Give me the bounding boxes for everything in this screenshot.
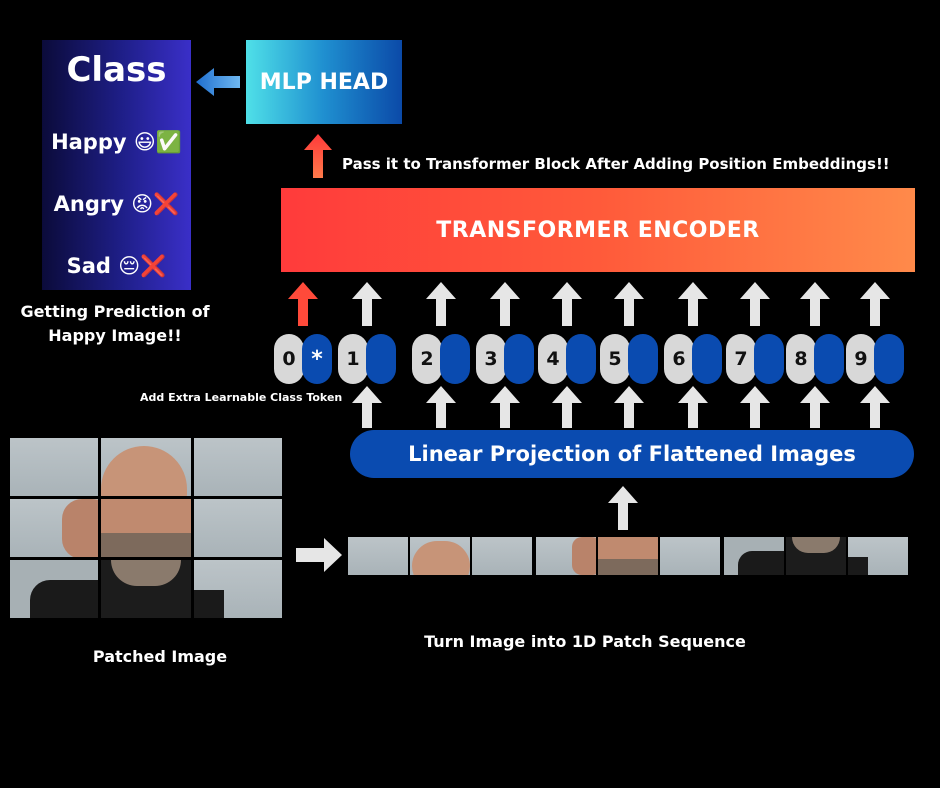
image-patch bbox=[101, 499, 191, 557]
position-number: 8 bbox=[786, 334, 816, 384]
position-number: 6 bbox=[664, 334, 694, 384]
image-patch bbox=[101, 438, 191, 496]
class-label: Sad bbox=[66, 254, 111, 278]
class-item-angry: Angry 😡❌ bbox=[42, 192, 191, 217]
class-item-sad: Sad 😔❌ bbox=[42, 254, 191, 279]
patched-image-label: Patched Image bbox=[92, 647, 228, 666]
happy-face-icon: 😃 bbox=[133, 130, 156, 154]
sequence-patch bbox=[724, 537, 784, 575]
arrow-up-icon bbox=[304, 134, 332, 178]
sequence-patch bbox=[660, 537, 720, 575]
image-patch bbox=[10, 499, 98, 557]
sequence-patch bbox=[536, 537, 596, 575]
patch-sequence-label: Turn Image into 1D Patch Sequence bbox=[424, 632, 746, 651]
patch-embedding bbox=[504, 334, 534, 384]
sequence-patch bbox=[472, 537, 532, 575]
class-item-happy: Happy 😃✅ bbox=[42, 130, 191, 155]
image-patch bbox=[194, 560, 282, 618]
arrow-up-icon bbox=[860, 386, 890, 428]
arrow-up-icon bbox=[552, 386, 582, 428]
arrow-up-icon bbox=[352, 282, 382, 326]
image-patch bbox=[194, 499, 282, 557]
arrow-up-icon bbox=[678, 282, 708, 326]
position-number: 5 bbox=[600, 334, 630, 384]
sequence-patch bbox=[410, 537, 470, 575]
arrow-up-icon bbox=[426, 386, 456, 428]
arrow-up-icon bbox=[740, 282, 770, 326]
arrow-up-icon bbox=[740, 386, 770, 428]
image-patch bbox=[194, 438, 282, 496]
pass-to-transformer-text: Pass it to Transformer Block After Addin… bbox=[342, 155, 890, 173]
sequence-patch bbox=[598, 537, 658, 575]
position-number: 1 bbox=[338, 334, 368, 384]
arrow-up-icon bbox=[352, 386, 382, 428]
image-patch bbox=[101, 560, 191, 618]
arrow-up-icon bbox=[800, 386, 830, 428]
image-patch bbox=[10, 560, 98, 618]
arrow-up-icon bbox=[490, 386, 520, 428]
patched-image bbox=[10, 438, 282, 618]
arrow-up-icon bbox=[800, 282, 830, 326]
class-label: Happy bbox=[51, 130, 127, 154]
arrow-right-icon bbox=[296, 538, 342, 572]
sequence-patch bbox=[348, 537, 408, 575]
sequence-patch bbox=[786, 537, 846, 575]
arrow-up-icon bbox=[678, 386, 708, 428]
class-token-caption: Add Extra Learnable Class Token bbox=[140, 391, 343, 404]
position-number: 2 bbox=[412, 334, 442, 384]
patch-embedding bbox=[874, 334, 904, 384]
arrow-up-icon bbox=[552, 282, 582, 326]
patch-embedding bbox=[754, 334, 784, 384]
arrow-up-icon bbox=[426, 282, 456, 326]
position-number: 4 bbox=[538, 334, 568, 384]
position-number: 7 bbox=[726, 334, 756, 384]
arrow-up-icon bbox=[490, 282, 520, 326]
patch-embedding bbox=[814, 334, 844, 384]
arrow-up-icon bbox=[608, 486, 638, 530]
patch-embedding bbox=[692, 334, 722, 384]
sad-face-icon: 😔 bbox=[118, 254, 141, 278]
arrow-up-icon bbox=[614, 386, 644, 428]
arrow-up-icon bbox=[860, 282, 890, 326]
linear-projection-box: Linear Projection of Flattened Images bbox=[350, 430, 914, 478]
position-number: 9 bbox=[846, 334, 876, 384]
class-title: Class bbox=[66, 50, 167, 90]
patch-embedding bbox=[440, 334, 470, 384]
patch-embedding bbox=[366, 334, 396, 384]
patch-embedding bbox=[566, 334, 596, 384]
sequence-patch bbox=[848, 537, 908, 575]
prediction-label: Getting Prediction of Happy Image!! bbox=[20, 302, 210, 345]
class-token: * bbox=[302, 334, 332, 384]
patch-embedding bbox=[628, 334, 658, 384]
check-icon: ✅ bbox=[155, 130, 182, 154]
cross-icon: ❌ bbox=[153, 192, 180, 216]
position-number: 0 bbox=[274, 334, 304, 384]
class-panel: Class Happy 😃✅ Angry 😡❌ Sad 😔❌ bbox=[42, 40, 191, 290]
arrow-up-icon bbox=[288, 282, 318, 326]
image-patch bbox=[10, 438, 98, 496]
position-number: 3 bbox=[476, 334, 506, 384]
transformer-encoder-box: TRANSFORMER ENCODER bbox=[281, 188, 915, 272]
angry-face-icon: 😡 bbox=[131, 192, 154, 216]
cross-icon: ❌ bbox=[140, 254, 167, 278]
arrow-up-icon bbox=[614, 282, 644, 326]
arrow-left-icon bbox=[196, 68, 240, 96]
class-label: Angry bbox=[53, 192, 124, 216]
mlp-head-box: MLP HEAD bbox=[246, 40, 402, 124]
